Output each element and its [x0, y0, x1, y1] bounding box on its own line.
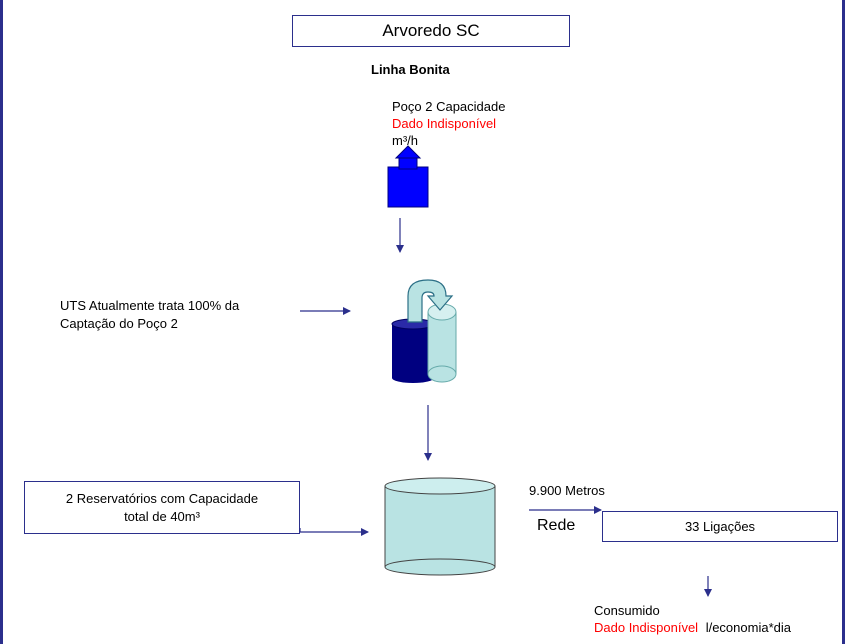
treatment-text-line1: UTS Atualmente trata 100% da — [60, 298, 240, 313]
arrow-reservoir-box-to-tank — [299, 528, 369, 536]
well-capacity-label: Poço 2 Capacidade — [392, 99, 506, 114]
title-box: Arvoredo SC — [292, 15, 570, 47]
page-title: Arvoredo SC — [382, 21, 480, 40]
well-capacity-value: Dado Indisponível — [392, 116, 497, 131]
consumption-value: Dado Indisponível — [594, 620, 699, 635]
reservoir-text-line2: total de 40m³ — [124, 508, 200, 524]
well-capacity-unit: m³/h — [392, 133, 418, 148]
reservoir-info-box: 2 Reservatórios com Capacidade total de … — [24, 481, 300, 534]
well-icon — [387, 145, 429, 208]
treatment-text-line2: Captação do Poço 2 — [60, 316, 178, 331]
page-subtitle: Linha Bonita — [371, 62, 450, 77]
treatment-unit-icon — [391, 279, 457, 383]
consumption-row: Dado Indisponível l/economia*dia — [594, 620, 791, 636]
consumption-label: Consumido — [594, 603, 660, 618]
network-length: 9.900 Metros — [529, 483, 605, 498]
consumption-unit: l/economia*dia — [705, 620, 791, 635]
reservoir-text-line1: 2 Reservatórios com Capacidade — [65, 490, 259, 506]
connections-count: 33 Ligações — [684, 519, 756, 534]
reservoir-tank-icon — [384, 477, 496, 576]
network-label: Rede — [537, 517, 576, 534]
connections-box: 33 Ligações — [602, 511, 838, 542]
